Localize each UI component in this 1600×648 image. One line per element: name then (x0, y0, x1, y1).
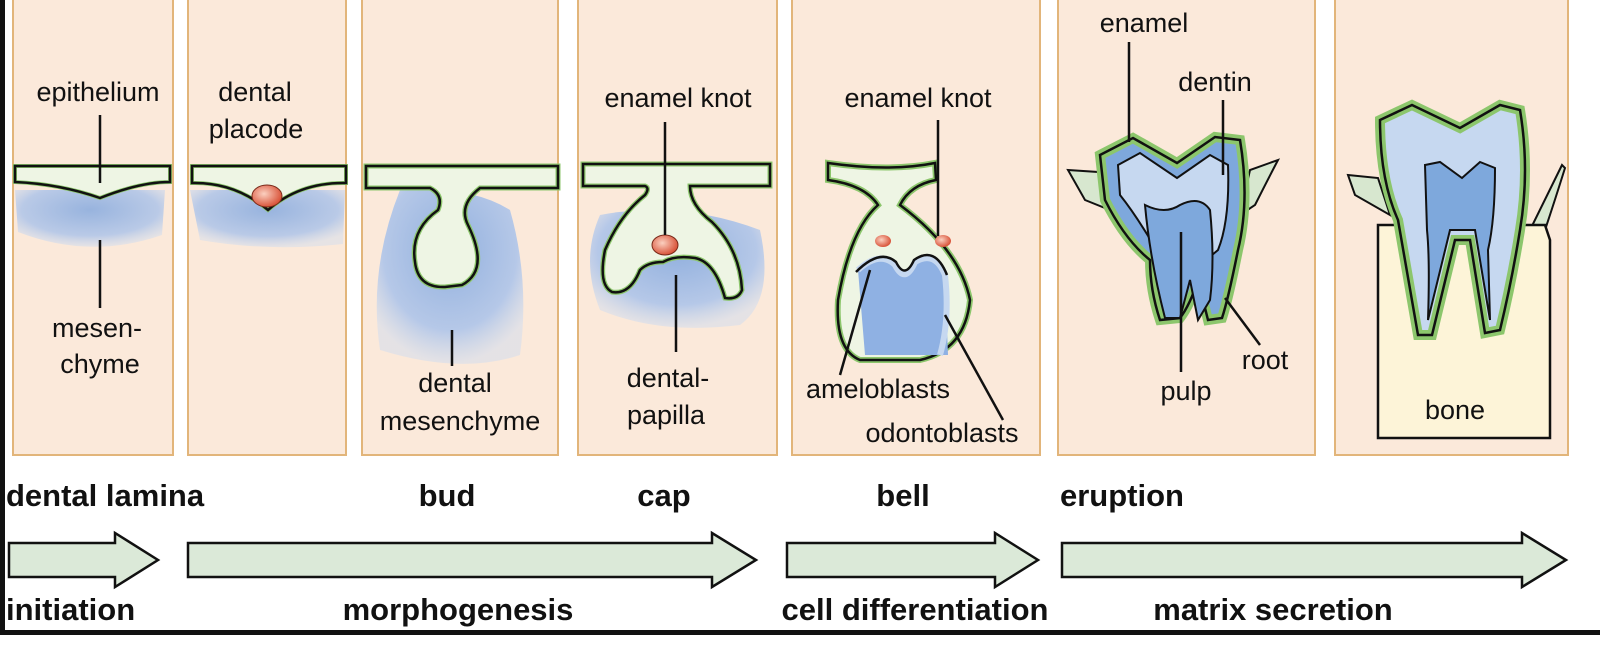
process-morphogenesis: morphogenesis (343, 592, 574, 627)
label-dentin: dentin (1178, 67, 1252, 97)
label-dental: dental (218, 77, 292, 107)
arrow-initiation-icon (7, 530, 161, 590)
arrow-morphogenesis-icon (186, 530, 759, 590)
process-initiation: initiation (6, 592, 135, 627)
stage-cap: cap (637, 478, 690, 513)
label-ameloblasts: ameloblasts (806, 374, 950, 404)
frame-bottom-border (0, 630, 1600, 635)
stage-dental-lamina: dental lamina (6, 478, 205, 513)
label-enamel-knot-cap: enamel knot (604, 83, 752, 113)
stage-bell: bell (876, 478, 929, 513)
label-dental-mesenchyme-2: mesenchyme (380, 406, 541, 436)
enamel-knot-icon (651, 234, 679, 256)
label-mesenchyme-1: mesen- (52, 313, 142, 343)
arrow-matrix-secretion-icon (1060, 530, 1569, 590)
frame-left-border (0, 0, 5, 635)
label-mesenchyme-2: chyme (60, 349, 140, 379)
label-dental-papilla-1: dental- (627, 363, 710, 393)
eruption-drawing (1066, 42, 1281, 372)
label-enamel-knot-bell: enamel knot (844, 83, 992, 113)
label-root: root (1242, 345, 1289, 375)
placode-icon (251, 184, 283, 208)
label-enamel: enamel (1100, 8, 1189, 38)
process-cell-differentiation: cell differentiation (782, 592, 1049, 627)
stage-bud: bud (419, 478, 476, 513)
label-bone: bone (1425, 395, 1485, 425)
label-dental-papilla-2: papilla (627, 400, 706, 430)
label-odontoblasts: odontoblasts (865, 418, 1018, 448)
label-pulp: pulp (1160, 376, 1211, 406)
label-placode: placode (209, 114, 304, 144)
mature-tooth-drawing (1346, 99, 1567, 440)
bud-drawing (363, 163, 561, 366)
stage-eruption: eruption (1060, 478, 1184, 513)
label-epithelium: epithelium (36, 77, 159, 107)
process-matrix-secretion: matrix secretion (1153, 592, 1393, 627)
placode-drawing (190, 164, 348, 248)
initiation-drawing (13, 115, 172, 308)
arrow-cell-differentiation-icon (785, 530, 1041, 590)
bell-drawing (825, 120, 1005, 421)
label-dental-mesenchyme-1: dental (418, 368, 492, 398)
cap-drawing (580, 122, 773, 352)
